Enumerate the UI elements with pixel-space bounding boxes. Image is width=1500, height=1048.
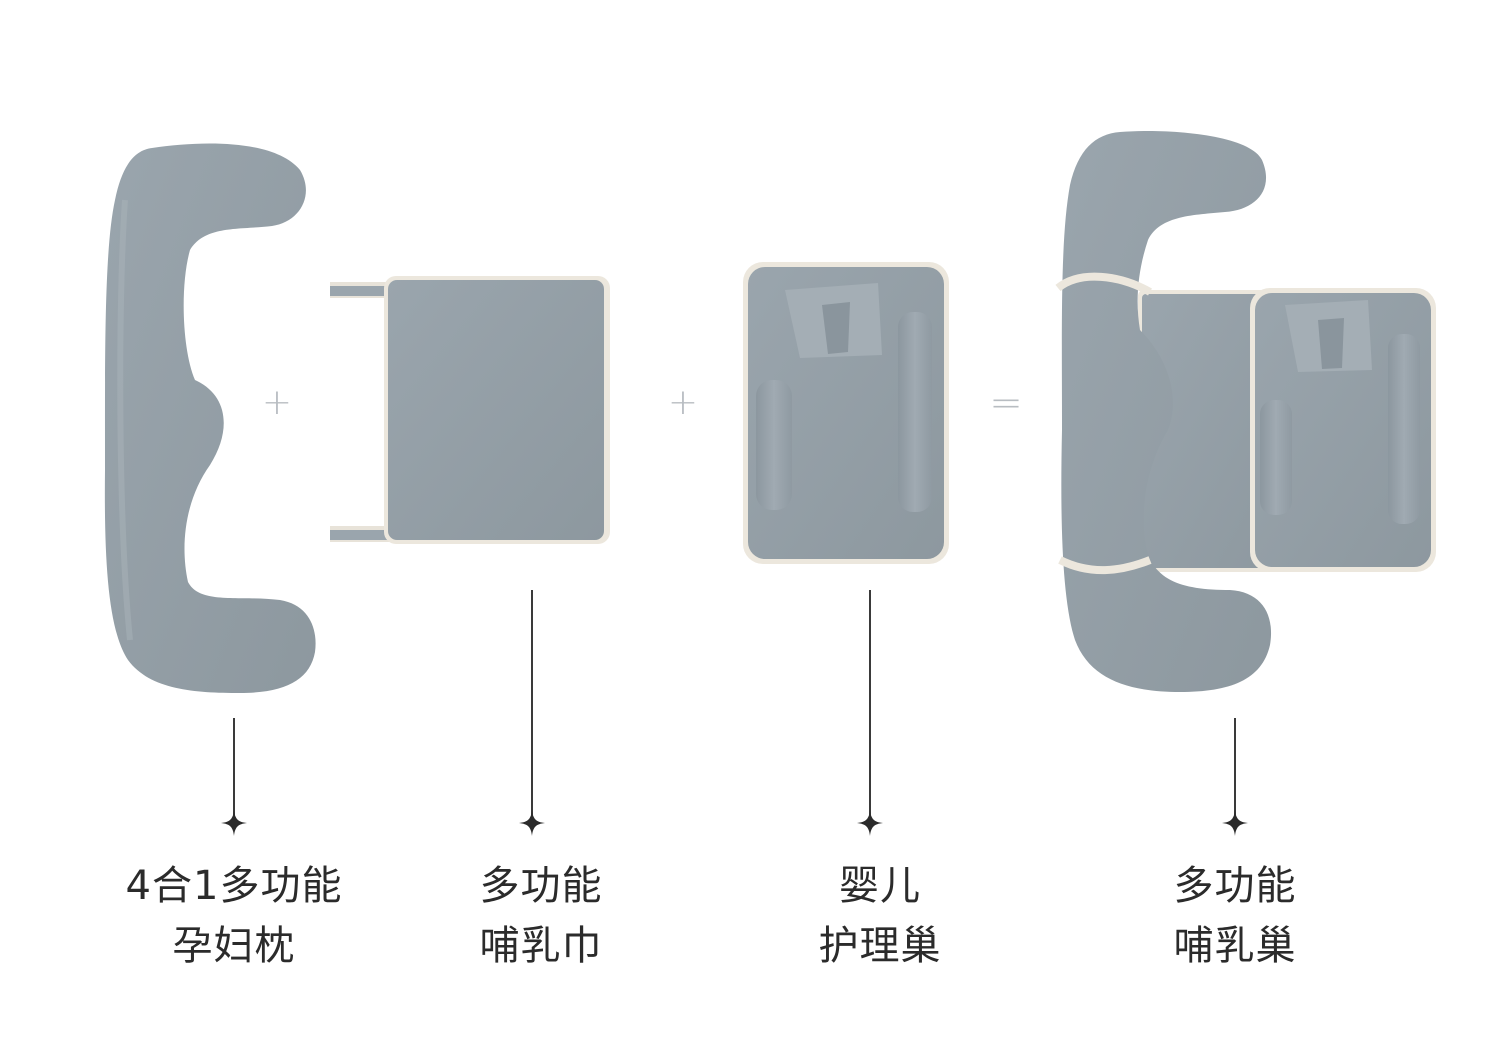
product-label-line2: 孕妇枕 — [172, 923, 296, 969]
equals-sign: = — [989, 380, 1023, 426]
sparkle-icon — [221, 810, 247, 836]
product-label-line1: 婴儿 — [839, 863, 921, 909]
nursing-cover-image — [330, 276, 610, 544]
product-label-line2: 哺乳巢 — [1173, 923, 1297, 969]
sparkle-icon — [857, 810, 883, 836]
connector-line-3 — [869, 590, 871, 818]
product-label-line1: 4合1多功能 — [125, 863, 343, 909]
connector-line-2 — [531, 590, 533, 818]
product-label-pregnancy-pillow: 4合1多功能 孕妇枕 — [84, 856, 384, 976]
baby-nest-image — [743, 262, 949, 564]
connector-line-4 — [1234, 718, 1236, 818]
sparkle-icon — [519, 810, 545, 836]
plus-sign-1: + — [261, 382, 293, 423]
product-label-line1: 多功能 — [1173, 863, 1297, 909]
connector-line-1 — [233, 718, 235, 818]
product-label-line2: 哺乳巾 — [479, 923, 603, 969]
product-label-line2: 护理巢 — [818, 923, 942, 969]
nursing-nest-image — [1055, 130, 1436, 693]
plus-sign-2: + — [667, 382, 699, 423]
product-label-nursing-cover: 多功能 哺乳巾 — [391, 856, 691, 976]
sparkle-icon — [1222, 810, 1248, 836]
product-label-baby-nest: 婴儿 护理巢 — [730, 856, 1030, 976]
pregnancy-pillow-image — [104, 143, 316, 694]
product-label-line1: 多功能 — [479, 863, 603, 909]
product-label-nursing-nest: 多功能 哺乳巢 — [1085, 856, 1385, 976]
